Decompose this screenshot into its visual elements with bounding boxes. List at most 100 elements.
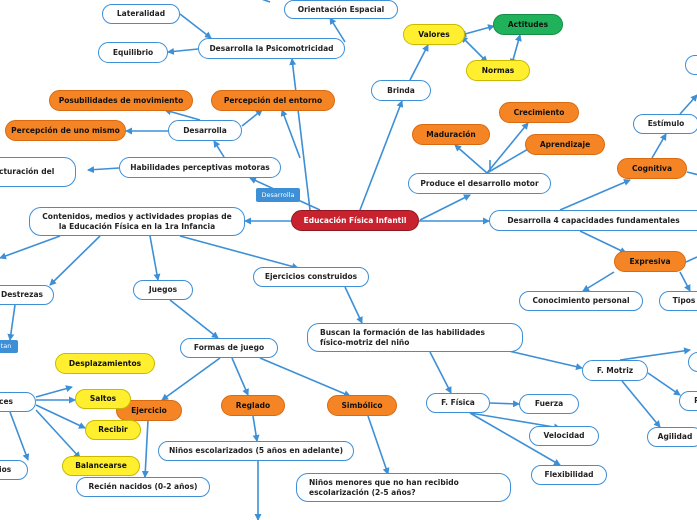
edge-label-desarrolla: Desarrolla [256,188,300,202]
node-expresiva[interactable]: Expresiva [614,251,686,272]
node-reglado[interactable]: Reglado [221,395,285,416]
node-percepcion-mismo[interactable]: Percepción de uno mismo [5,120,126,141]
node-balancearse[interactable]: Balancearse [62,456,140,476]
connector-line [469,412,561,466]
connector-line [213,140,225,158]
node-tipos[interactable]: Tipos [659,291,697,311]
connector-line [367,415,390,475]
connector-line [679,94,697,115]
node-desarrolla[interactable]: Desarrolla [168,120,242,141]
connector-line [49,235,101,286]
node-aprendizaje[interactable]: Aprendizaje [525,134,605,155]
connector-line [579,230,627,254]
connector-line [179,13,212,39]
node-ejercicio[interactable]: Ejercicio [116,400,182,421]
node-produce-desarrollo[interactable]: Produce el desarrollo motor [408,173,551,194]
connector-line [161,357,221,401]
node-ninos-escolarizados[interactable]: Niños escolarizados (5 años en adelante) [158,441,354,461]
connector-line [459,24,495,38]
node-desarrolla-4-capacidades[interactable]: Desarrolla 4 capacidades fundamentales [489,210,697,231]
connector-line [685,256,697,263]
node-crecimiento[interactable]: Crecimiento [499,102,579,123]
connector-line [489,400,520,408]
node-lateralidad[interactable]: Lateralidad [102,4,180,24]
node-conocimiento-personal[interactable]: Conocimiento personal [519,291,643,311]
node-right-edge-top[interactable] [685,55,697,75]
node-center-educacion-fisica-infantil[interactable]: Educación Física Infantil [291,210,419,231]
connector-line [329,17,346,43]
connector-line [149,235,161,281]
connector-line [35,409,81,459]
connector-line [167,47,199,55]
node-valores[interactable]: Valores [403,24,465,45]
connector-line [252,415,260,442]
node-agilidad[interactable]: Agilidad [647,427,697,447]
node-estructuracion[interactable]: cturación del [0,157,76,187]
connector-line [460,35,488,63]
node-ninos-menores[interactable]: Niños menores que no han recibido escola… [296,473,511,502]
connector-line [141,419,149,478]
edge-label-left: tan [0,340,18,353]
connector-line [409,44,429,81]
connector-line [289,58,311,211]
node-recibir[interactable]: Recibir [85,420,141,440]
connector-line [35,404,86,429]
node-simbolico[interactable]: Simbólico [327,395,397,416]
node-desarrolla-psicomotricidad[interactable]: Desarrolla la Psicomotricidad [198,38,345,59]
node-actitudes[interactable]: Actitudes [493,14,563,35]
node-maduracion[interactable]: Maduración [412,124,490,145]
node-cognitiva[interactable]: Cognitiva [617,158,687,179]
connector-line [582,271,615,292]
connector-line [686,171,697,176]
node-orientacion-espacial[interactable]: Orientación Espacial [284,0,398,19]
connector-line [621,380,661,428]
node-fuerza[interactable]: Fuerza [519,394,579,414]
connector-line [164,108,201,121]
connector-line [0,235,61,260]
node-destrezas[interactable]: Destrezas [0,285,54,305]
node-ejercicios-construidos[interactable]: Ejercicios construidos [253,267,369,287]
connector-line [35,385,73,398]
connector-line [359,100,404,211]
connector-line [419,194,471,221]
node-f-fisica[interactable]: F. Física [426,393,490,413]
connector-line [454,144,488,174]
connector-line [651,133,667,159]
connector-line [259,357,351,397]
node-ios[interactable]: ios [0,460,28,480]
connector-line [679,271,691,292]
connector-line [280,109,301,159]
node-formas-juego[interactable]: Formas de juego [180,338,278,358]
node-ces[interactable]: ces [0,392,36,412]
node-f-motriz[interactable]: F. Motriz [582,360,648,381]
node-percepcion-entorno[interactable]: Percepción del entorno [211,90,335,111]
node-r-right[interactable]: R [679,391,697,411]
node-habilidades-perceptivas[interactable]: Habilidades perceptivas motoras [119,157,281,178]
node-normas[interactable]: Normas [466,60,530,81]
connector-line [241,109,263,127]
connector-line [469,412,561,431]
node-equilibrio[interactable]: Equilibrio [98,42,168,63]
node-recien-nacidos[interactable]: Recién nacidos (0-2 años) [76,477,210,497]
connector-line [87,166,120,174]
connector-line [169,299,219,339]
node-contenidos[interactable]: Contenidos, medios y actividades propias… [29,207,245,236]
node-velocidad[interactable]: Velocidad [529,426,599,446]
connector-line [231,357,249,396]
connector-line [344,286,363,324]
connector-line [7,304,16,341]
node-desplazamientos[interactable]: Desplazamientos [55,353,155,374]
node-brinda[interactable]: Brinda [371,80,431,101]
node-estimulo[interactable]: Estímulo [633,114,697,134]
connector-line [647,372,681,396]
node-saltos[interactable]: Saltos [75,389,131,409]
connector-line [559,179,631,211]
connector-line [429,351,452,394]
node-juegos[interactable]: Juegos [133,280,193,300]
node-buscan-formacion[interactable]: Buscan la formación de las habilidades f… [307,323,523,352]
node-flexibilidad[interactable]: Flexibilidad [531,465,607,485]
node-posibilidades-movimiento[interactable]: Posubilidades de movimiento [49,90,193,111]
connector-line [486,122,529,174]
